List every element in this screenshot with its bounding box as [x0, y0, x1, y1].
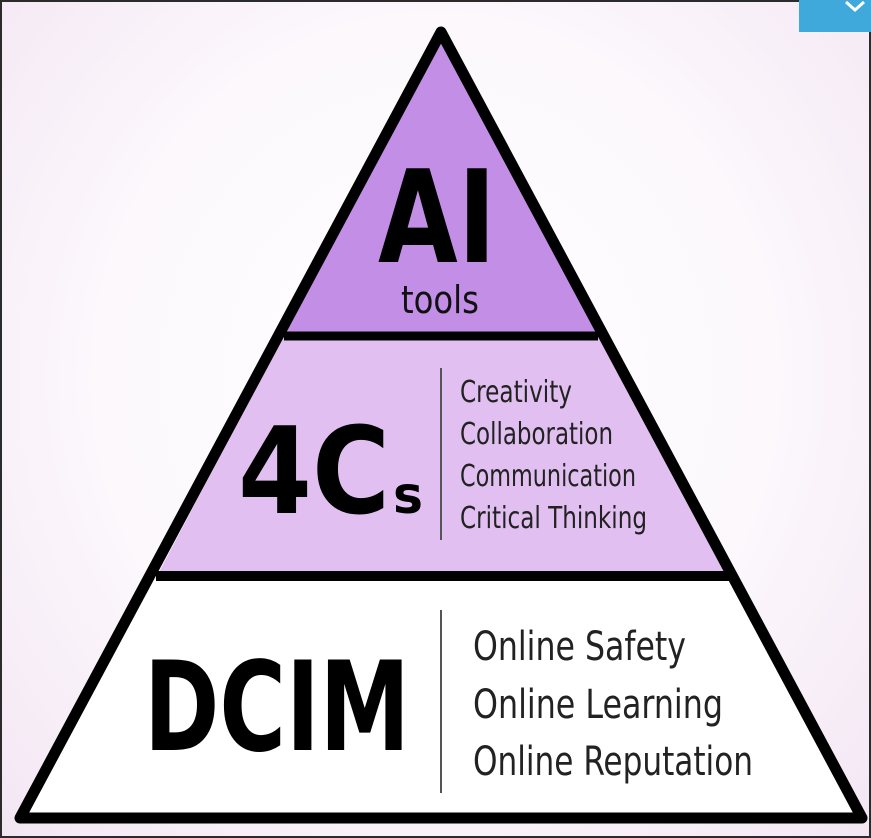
corner-badge[interactable] — [799, 0, 871, 32]
pyramid-outline — [14, 26, 868, 824]
bottom-tier-item: Online Safety — [473, 624, 686, 670]
top-tier-subtitle: tools — [401, 278, 479, 322]
bottom-tier-item: Online Reputation — [473, 739, 753, 785]
pyramid-tier-middle-fill — [157, 334, 730, 576]
middle-tier-title: 4C — [238, 403, 390, 542]
middle-tier-item: Critical Thinking — [460, 501, 647, 536]
pyramid-tier-top-fill — [284, 36, 598, 334]
bottom-tier-item: Online Learning — [473, 682, 723, 728]
top-tier-title: AI — [378, 144, 496, 293]
chevron-down-icon — [845, 0, 865, 13]
middle-tier-title-suffix: s — [393, 466, 423, 526]
middle-tier-item: Collaboration — [460, 417, 613, 452]
middle-tier-item: Creativity — [460, 375, 572, 410]
middle-tier-item: Communication — [460, 459, 636, 494]
bottom-tier-title: DCIM — [144, 636, 410, 780]
